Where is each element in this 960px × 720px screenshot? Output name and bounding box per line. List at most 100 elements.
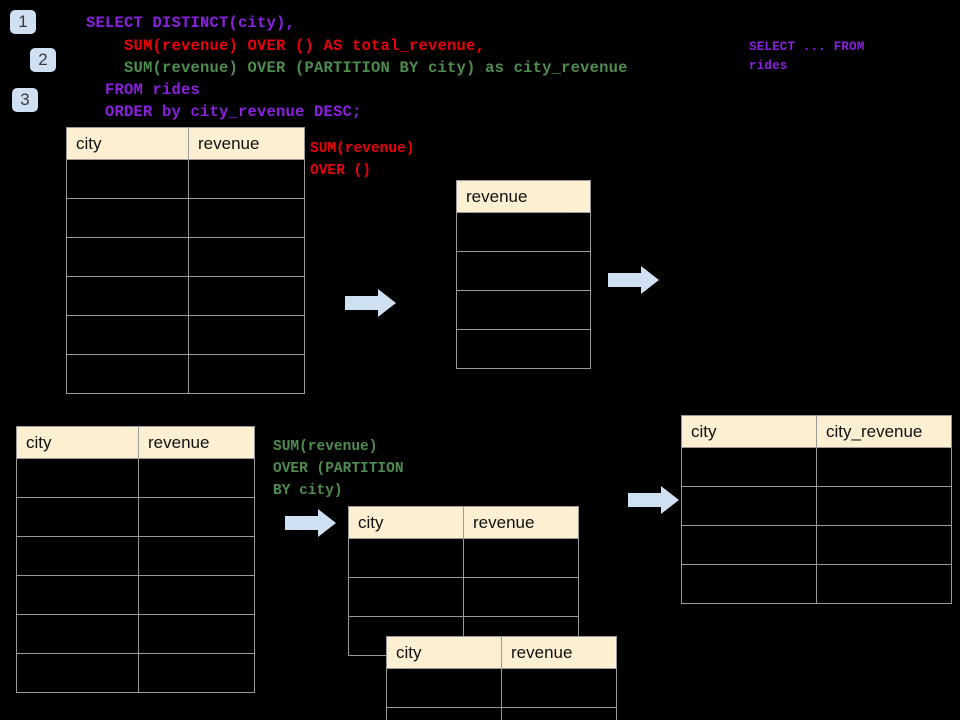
table-cell — [16, 575, 139, 615]
rides-source-table-top: city revenue — [66, 127, 305, 394]
table-cell — [386, 707, 502, 720]
arrow-total-to-result — [608, 265, 660, 295]
table-cell — [816, 564, 952, 604]
table-cell — [188, 237, 305, 277]
column-header-revenue: revenue — [463, 506, 579, 539]
table-header-row: city revenue — [16, 426, 255, 459]
table-row — [681, 486, 952, 526]
table-cell — [456, 290, 591, 330]
table-cell — [66, 159, 189, 199]
annotation-city-revenue-line-3: BY city) — [273, 483, 343, 499]
table-cell — [138, 458, 255, 498]
column-header-city: city — [348, 506, 464, 539]
table-cell — [386, 668, 502, 708]
table-cell — [501, 707, 617, 720]
table-cell — [463, 577, 579, 617]
table-row — [456, 251, 591, 291]
table-row — [456, 212, 591, 252]
column-header-city-revenue: city_revenue — [816, 415, 952, 448]
table-cell — [456, 329, 591, 369]
table-cell — [681, 486, 817, 526]
step-badge-1: 1 — [10, 10, 36, 34]
table-row — [386, 668, 617, 708]
total-revenue-table: revenue — [456, 180, 591, 369]
step-badge-3: 3 — [12, 88, 38, 112]
table-cell — [456, 212, 591, 252]
table-row — [66, 276, 305, 316]
table-row — [16, 458, 255, 498]
table-cell — [463, 538, 579, 578]
column-header-city: city — [681, 415, 817, 448]
table-row — [66, 198, 305, 238]
table-cell — [138, 575, 255, 615]
table-row — [16, 575, 255, 615]
sql-line-from: FROM rides — [86, 81, 201, 99]
table-cell — [816, 447, 952, 487]
column-header-city: city — [66, 127, 189, 160]
table-row — [348, 577, 579, 617]
table-cell — [681, 525, 817, 565]
table-cell — [188, 315, 305, 355]
table-cell — [16, 458, 139, 498]
table-cell — [348, 538, 464, 578]
partition-group-table-front: city revenue — [386, 636, 617, 720]
table-cell — [138, 614, 255, 654]
table-header-row: revenue — [456, 180, 591, 213]
table-cell — [66, 354, 189, 394]
table-cell — [501, 668, 617, 708]
table-cell — [188, 159, 305, 199]
table-header-row: city revenue — [66, 127, 305, 160]
table-cell — [138, 536, 255, 576]
column-header-revenue: revenue — [456, 180, 591, 213]
table-row — [386, 707, 617, 720]
step-badge-2: 2 — [30, 48, 56, 72]
table-cell — [66, 237, 189, 277]
annotation-city-revenue-line-2: OVER (PARTITION — [273, 461, 404, 477]
table-cell — [138, 653, 255, 693]
table-header-row: city city_revenue — [681, 415, 952, 448]
rides-source-table-bottom: city revenue — [16, 426, 255, 693]
table-row — [681, 564, 952, 604]
annotation-total-revenue-line-1: SUM(revenue) — [310, 141, 415, 157]
table-cell — [348, 577, 464, 617]
table-cell — [138, 497, 255, 537]
table-row — [16, 536, 255, 576]
table-cell — [456, 251, 591, 291]
table-row — [66, 237, 305, 277]
table-cell — [66, 198, 189, 238]
column-header-city: city — [386, 636, 502, 669]
table-cell — [66, 276, 189, 316]
table-row — [16, 653, 255, 693]
table-cell — [16, 614, 139, 654]
table-cell — [188, 354, 305, 394]
arrow-source-to-total — [345, 288, 397, 318]
table-cell — [681, 447, 817, 487]
table-row — [456, 290, 591, 330]
table-row — [66, 354, 305, 394]
table-row — [456, 329, 591, 369]
column-header-city: city — [16, 426, 139, 459]
arrow-partition-to-result — [628, 485, 680, 515]
column-header-revenue: revenue — [188, 127, 305, 160]
table-row — [66, 315, 305, 355]
sql-line-total-revenue: SUM(revenue) OVER () AS total_revenue, — [86, 37, 486, 55]
table-row — [66, 159, 305, 199]
sql-line-city-revenue: SUM(revenue) OVER (PARTITION BY city) as… — [86, 59, 628, 77]
table-cell — [816, 525, 952, 565]
column-header-revenue: revenue — [138, 426, 255, 459]
column-header-revenue: revenue — [501, 636, 617, 669]
annotation-total-revenue-line-2: OVER () — [310, 163, 371, 179]
table-cell — [681, 564, 817, 604]
final-result-table: city city_revenue — [681, 415, 952, 604]
table-cell — [16, 536, 139, 576]
arrow-source-to-partition — [285, 508, 337, 538]
table-row — [16, 614, 255, 654]
table-row — [16, 497, 255, 537]
sql-line-select: SELECT DISTINCT(city), — [86, 14, 296, 32]
table-cell — [66, 315, 189, 355]
table-cell — [16, 653, 139, 693]
table-cell — [188, 276, 305, 316]
table-row — [681, 525, 952, 565]
table-header-row: city revenue — [348, 506, 579, 539]
